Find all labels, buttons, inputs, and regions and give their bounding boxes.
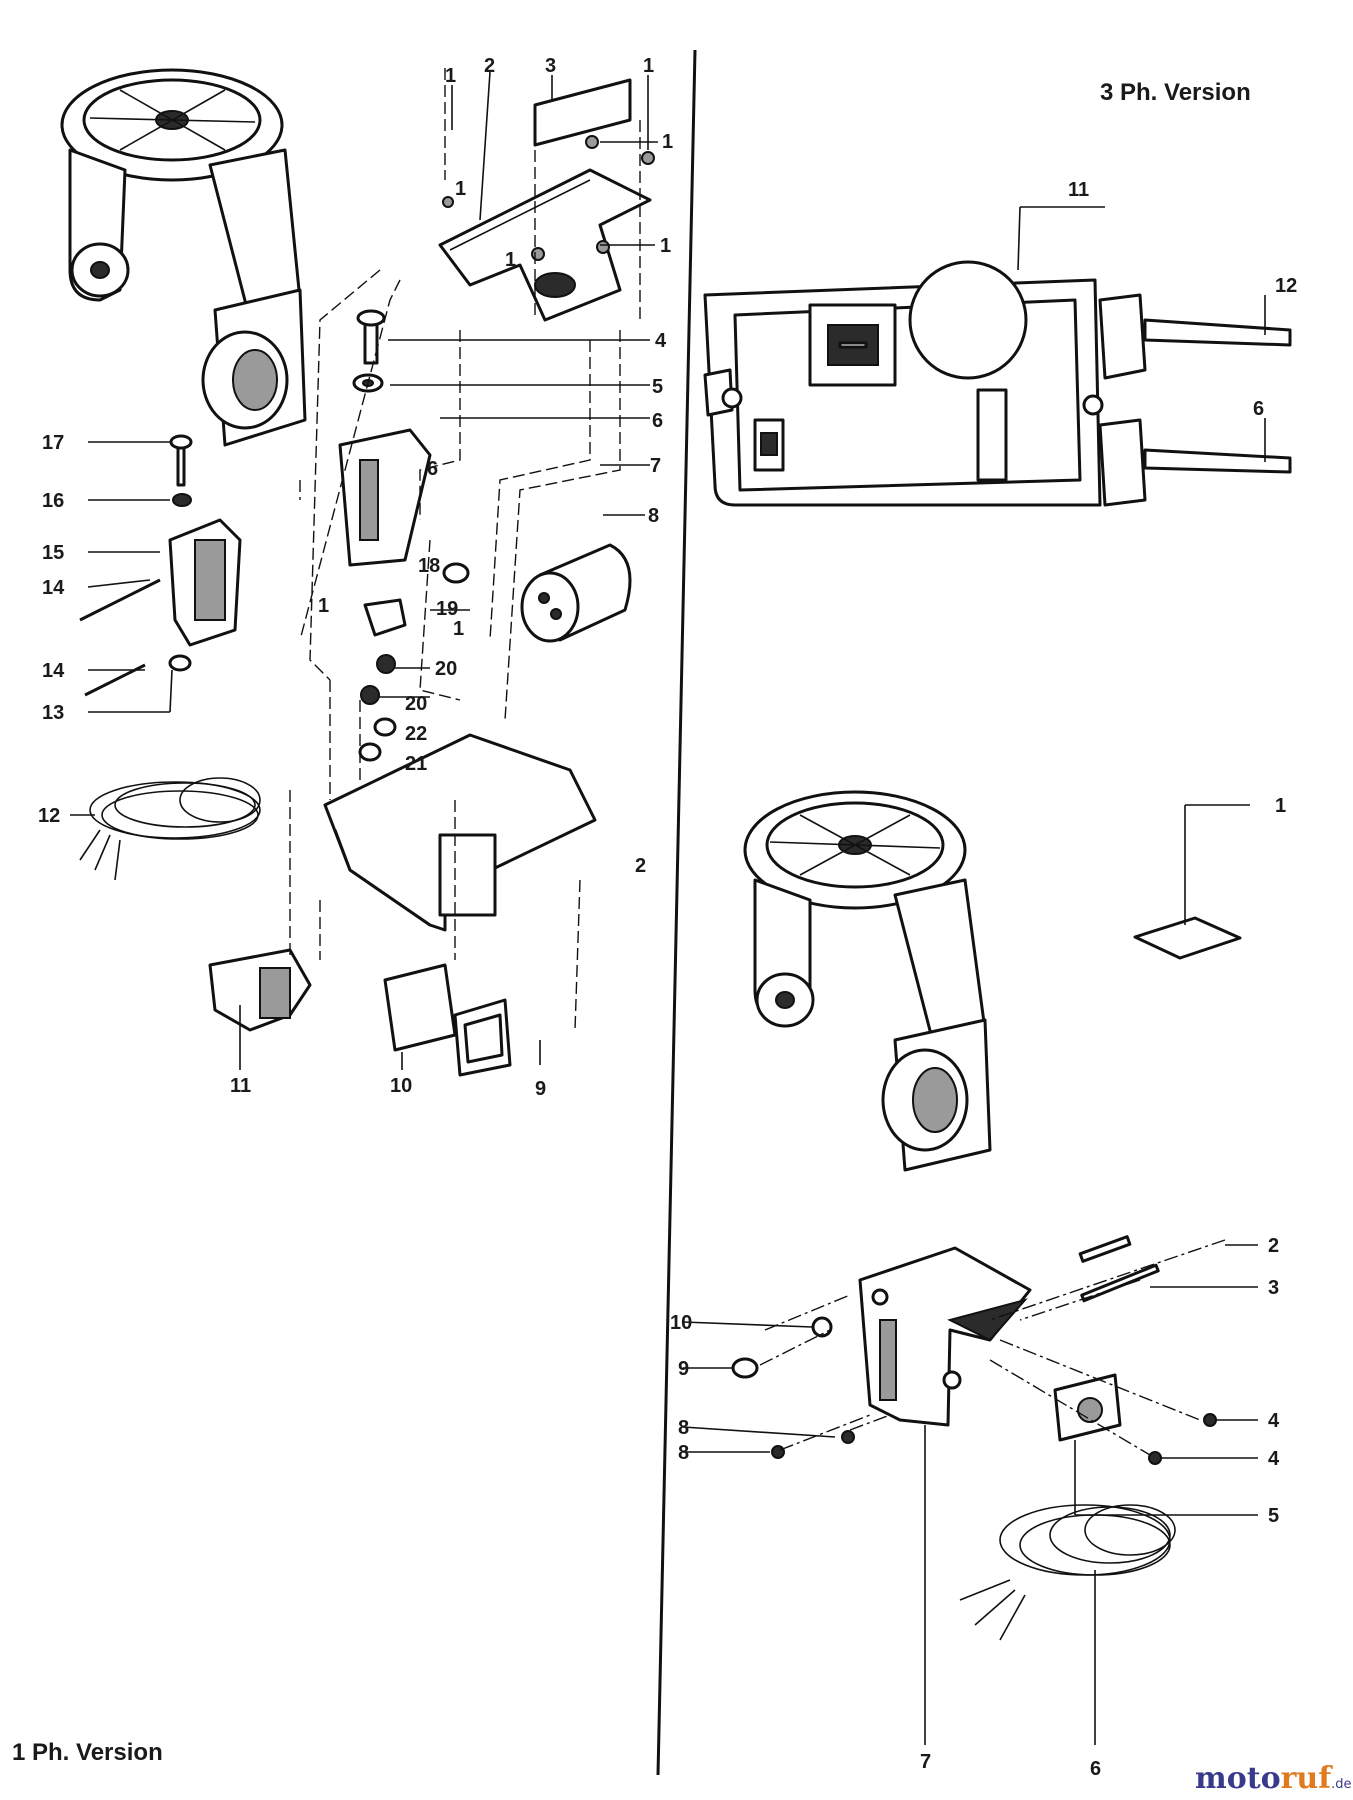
junction-box <box>703 260 1292 507</box>
callout-number: 2 <box>484 55 495 77</box>
callout-number: 8 <box>678 1417 689 1439</box>
callout-number: 1 <box>1275 795 1286 817</box>
callout-number: 1 <box>318 595 329 617</box>
callout-number: 1 <box>453 618 464 640</box>
small-fittings <box>358 562 470 762</box>
callout-number: 8 <box>678 1442 689 1464</box>
heading-1ph-version: 1 Ph. Version <box>12 1739 163 1766</box>
callout-number: 20 <box>435 658 457 680</box>
power-cable-coil-right <box>959 1504 1176 1641</box>
callout-number: 7 <box>920 1751 931 1773</box>
label-sticker <box>1133 916 1242 960</box>
callout-numbers-left: 1 2 3 1 1 1 1 1 4 5 6 6 7 8 18 19 1 1 20… <box>38 55 673 1100</box>
assembly-dashed-lines-left <box>289 68 641 1031</box>
callout-number: 19 <box>436 598 458 620</box>
callout-number: 1 <box>643 55 654 77</box>
callout-number: 16 <box>42 490 64 512</box>
callout-number: 15 <box>42 542 64 564</box>
version-headings: 3 Ph. Version 1 Ph. Version <box>12 79 1251 1766</box>
yoke-bracket-right <box>743 790 992 1172</box>
small-screws <box>442 135 655 261</box>
callout-number: 1 <box>662 131 673 153</box>
gasket-and-cover <box>383 963 512 1077</box>
callout-number: 4 <box>1268 1410 1280 1432</box>
callout-leaders <box>70 71 1266 1745</box>
callout-number: 6 <box>1090 1758 1101 1780</box>
terminal-block <box>338 428 432 567</box>
callout-number: 13 <box>42 702 64 724</box>
heading-3ph-version: 3 Ph. Version <box>1100 79 1251 106</box>
switch-housing-right <box>858 1246 1032 1427</box>
assembly-dashed-lines-right <box>759 1239 1226 1456</box>
watermark-logo: motoruf.de <box>1195 1761 1352 1796</box>
callout-number: 18 <box>418 555 440 577</box>
callout-number: 14 <box>42 660 65 682</box>
switch-housing <box>323 733 597 932</box>
callout-number: 6 <box>652 410 663 432</box>
callout-number: 1 <box>455 178 466 200</box>
callout-number: 11 <box>1068 179 1089 201</box>
callout-number: 12 <box>38 805 60 827</box>
callout-number: 10 <box>670 1312 692 1334</box>
callout-number: 17 <box>42 432 64 454</box>
yoke-bracket-left <box>60 68 307 447</box>
label-plate <box>533 78 632 147</box>
callout-number: 7 <box>650 455 661 477</box>
cable-clamp-assembly <box>79 434 242 697</box>
callout-numbers-right: 11 12 6 1 2 3 10 9 8 8 4 4 5 7 6 <box>670 179 1297 1780</box>
callout-number: 6 <box>1253 398 1264 420</box>
callout-number: 11 <box>230 1075 251 1097</box>
callout-number: 10 <box>390 1075 412 1097</box>
callout-number: 9 <box>535 1078 546 1100</box>
callout-number: 3 <box>545 55 556 77</box>
callout-number: 14 <box>42 577 65 599</box>
callout-number: 22 <box>405 723 427 745</box>
callout-number: 1 <box>445 65 456 87</box>
callout-number: 4 <box>1268 1448 1280 1470</box>
version-divider-line <box>656 49 697 1776</box>
callout-number: 5 <box>1268 1505 1279 1527</box>
callout-number: 1 <box>505 249 516 271</box>
callout-number: 1 <box>660 235 671 257</box>
rocker-switch <box>208 948 312 1032</box>
power-cable-coil-left <box>79 777 261 881</box>
callout-number: 3 <box>1268 1277 1279 1299</box>
callout-number: 8 <box>648 505 659 527</box>
svg-text:motoruf.de: motoruf.de <box>1195 1761 1352 1796</box>
callout-number: 5 <box>652 376 663 398</box>
switch-fittings-right <box>731 1235 1217 1465</box>
callout-number: 2 <box>635 855 646 877</box>
callout-number: 20 <box>405 693 427 715</box>
callout-number: 2 <box>1268 1235 1279 1257</box>
callout-number: 21 <box>405 753 427 775</box>
mounting-plate <box>438 168 652 322</box>
capacitor <box>520 543 632 643</box>
callout-number: 9 <box>678 1358 689 1380</box>
callout-number: 6 <box>427 458 438 480</box>
callout-number: 12 <box>1275 275 1297 297</box>
callout-number: 4 <box>655 330 667 352</box>
